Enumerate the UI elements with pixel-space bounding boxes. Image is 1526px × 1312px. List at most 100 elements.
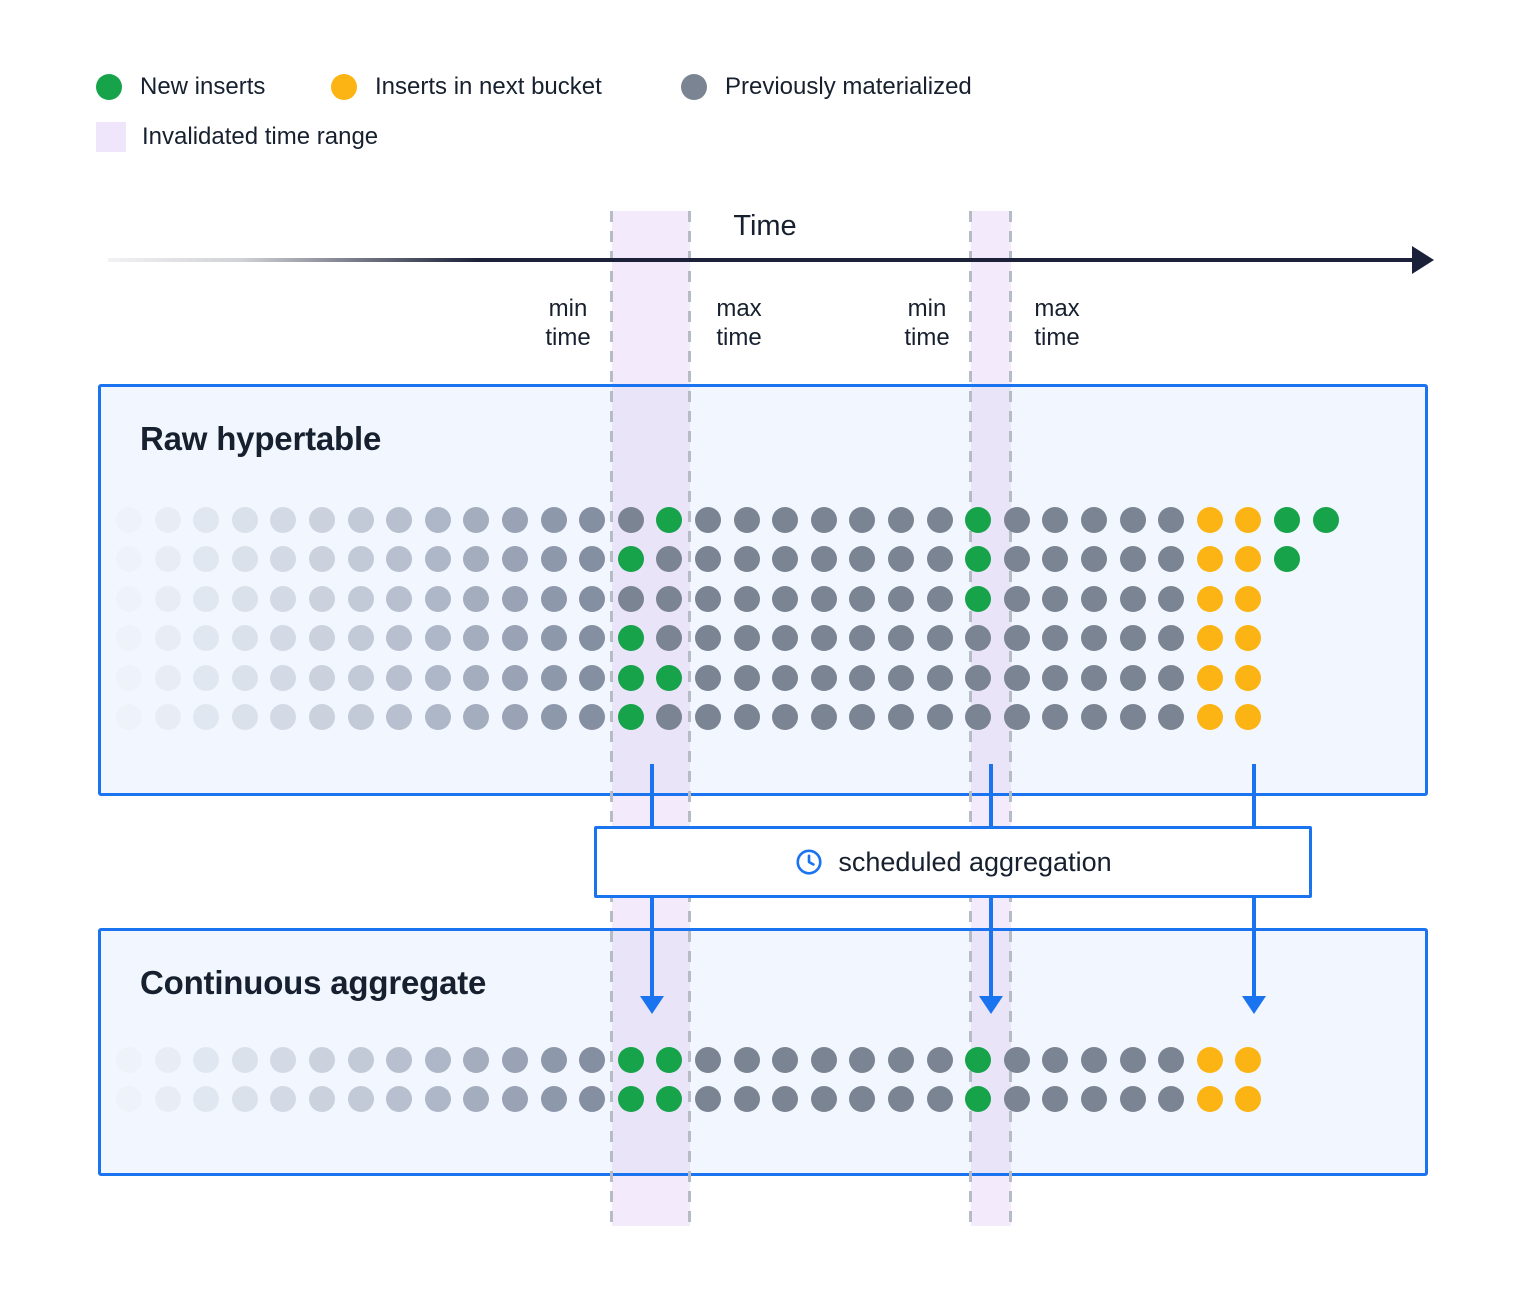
data-dot [309, 1047, 335, 1073]
data-dot [656, 507, 683, 533]
data-dot [1042, 1086, 1069, 1113]
data-dot [424, 585, 451, 612]
data-dot [1003, 1086, 1030, 1113]
data-dot [695, 507, 721, 533]
data-dot [1158, 1086, 1185, 1113]
clock-icon [794, 847, 824, 877]
data-dot [386, 1047, 413, 1073]
data-dot [463, 625, 490, 652]
data-dot [386, 664, 413, 691]
data-dot [733, 1047, 760, 1073]
data-dot [810, 664, 837, 691]
continuous-aggregate-dot-grid [116, 1043, 1416, 1122]
data-dot [309, 507, 335, 533]
data-dot [695, 1086, 721, 1113]
edge-label-max-time-2: max time [1002, 294, 1112, 352]
data-dot [347, 664, 374, 691]
data-dot [656, 625, 683, 652]
data-dot [502, 664, 528, 691]
data-dot [193, 507, 220, 533]
data-dot [502, 546, 528, 573]
legend-label: Inserts in next bucket [375, 73, 602, 100]
data-dot [463, 585, 490, 612]
data-dot [926, 1086, 953, 1113]
data-dot [424, 546, 451, 573]
data-dot [617, 625, 644, 652]
data-dot [965, 1047, 992, 1073]
data-dot [1235, 546, 1262, 573]
data-dot [733, 546, 760, 573]
data-dot [965, 703, 992, 730]
data-dot [154, 546, 181, 573]
data-dot [1235, 507, 1262, 533]
data-dot [579, 585, 606, 612]
data-dot [193, 1047, 220, 1073]
data-dot [579, 507, 606, 533]
dot-row [116, 582, 1416, 621]
connector-down-3 [1252, 896, 1256, 1000]
data-dot [733, 625, 760, 652]
data-dot [386, 507, 413, 533]
data-dot [849, 664, 876, 691]
dot-row [116, 1082, 1416, 1121]
data-dot [888, 625, 914, 652]
data-dot [733, 585, 760, 612]
data-dot [579, 1086, 606, 1113]
data-dot [1081, 1047, 1107, 1073]
legend-invalidated-time-range: Invalidated time range [96, 122, 378, 152]
data-dot [193, 585, 220, 612]
dot-row [116, 1043, 1416, 1082]
data-dot [1196, 703, 1223, 730]
data-dot [540, 507, 567, 533]
data-dot [965, 664, 992, 691]
data-dot [309, 546, 335, 573]
data-dot [116, 1047, 142, 1073]
data-dot [116, 625, 142, 652]
data-dot [502, 703, 528, 730]
data-dot [1042, 625, 1069, 652]
data-dot [656, 1047, 683, 1073]
data-dot [656, 703, 683, 730]
scheduled-aggregation-box[interactable]: scheduled aggregation [594, 826, 1312, 898]
time-word: time [716, 324, 762, 351]
arrow-head-icon-2 [979, 996, 1003, 1014]
data-dot [810, 625, 837, 652]
axis-line [108, 258, 1426, 262]
data-dot [502, 625, 528, 652]
data-dot [849, 625, 876, 652]
data-dot [1042, 664, 1069, 691]
data-dot [424, 703, 451, 730]
data-dot [1003, 664, 1030, 691]
data-dot [656, 664, 683, 691]
data-dot [347, 1047, 374, 1073]
data-dot [540, 1086, 567, 1113]
data-dot [617, 546, 644, 573]
data-dot [926, 546, 953, 573]
connector-up-3 [1252, 764, 1256, 828]
data-dot [1042, 585, 1069, 612]
page-title-raw-hypertable: Raw hypertable [140, 420, 382, 457]
data-dot [810, 585, 837, 612]
data-dot [1119, 1047, 1146, 1073]
data-dot [116, 507, 142, 533]
data-dot [1119, 664, 1146, 691]
data-dot [424, 1047, 451, 1073]
data-dot [1196, 546, 1223, 573]
data-dot [347, 625, 374, 652]
data-dot [231, 1086, 258, 1113]
arrow-head-icon-3 [1242, 996, 1266, 1014]
boundary-line-min-1 [610, 211, 613, 1226]
data-dot [154, 585, 181, 612]
scheduled-aggregation-label: scheduled aggregation [838, 846, 1112, 877]
data-dot [1003, 625, 1030, 652]
data-dot [1274, 507, 1300, 533]
boundary-line-max-1 [688, 211, 691, 1226]
data-dot [270, 703, 297, 730]
data-dot [1235, 625, 1262, 652]
legend-swatch-invalidated [96, 122, 126, 152]
data-dot [193, 546, 220, 573]
data-dot [154, 507, 181, 533]
data-dot [579, 703, 606, 730]
legend-dot-gray [681, 74, 707, 100]
data-dot [772, 625, 799, 652]
